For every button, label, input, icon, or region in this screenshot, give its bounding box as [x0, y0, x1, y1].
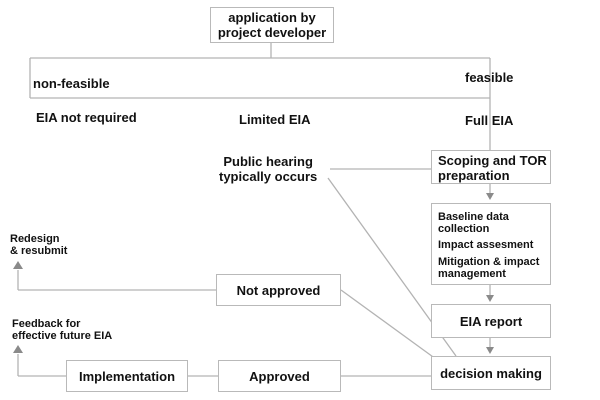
connector-notapproved-decision — [340, 289, 441, 363]
feedback-line-2: effective future EIA — [12, 330, 113, 342]
arrow-down-icon — [486, 193, 494, 200]
full-eia-label: Full EIA — [465, 113, 514, 128]
baseline-line-2: collection — [438, 223, 490, 235]
application-line-2: project developer — [217, 25, 327, 40]
public-hearing-label: Public hearing typically occurs — [219, 154, 317, 184]
scoping-box: Scoping and TOR preparation — [431, 150, 551, 184]
redesign-label: Redesign & resubmit — [10, 233, 67, 257]
scoping-line-1: Scoping and TOR — [438, 153, 547, 168]
non-feasible-label: non-feasible — [33, 76, 110, 91]
mitigation-line-2: management — [438, 268, 506, 280]
arrow-down-icon — [486, 347, 494, 354]
limited-eia-label: Limited EIA — [239, 112, 311, 127]
feedback-label: Feedback for effective future EIA — [12, 318, 112, 342]
mitigation-line-1: Mitigation & impact — [438, 256, 540, 268]
approved-label: Approved — [249, 368, 310, 384]
feedback-line-1: Feedback for — [12, 318, 81, 330]
eia-report-label: EIA report — [459, 313, 523, 329]
public-hearing-line-2: typically occurs — [219, 169, 318, 184]
implementation-box: Implementation — [66, 360, 188, 392]
public-hearing-line-1: Public hearing — [223, 154, 313, 169]
redesign-line-1: Redesign — [10, 233, 60, 245]
approved-box: Approved — [218, 360, 341, 392]
redesign-line-2: & resubmit — [10, 245, 68, 257]
arrow-up-icon — [13, 261, 23, 269]
arrow-up-icon — [13, 345, 23, 353]
eia-report-box: EIA report — [431, 304, 551, 338]
feasible-label: feasible — [465, 70, 514, 85]
eia-not-required-label: EIA not required — [36, 110, 137, 125]
implementation-label: Implementation — [78, 368, 176, 384]
application-box: application by project developer — [210, 7, 334, 43]
decision-label: decision making — [440, 365, 542, 381]
decision-box: decision making — [431, 356, 551, 390]
arrow-down-icon — [486, 295, 494, 302]
assessment-box: Baseline data collection Impact assesmen… — [431, 203, 551, 285]
baseline-line-1: Baseline data — [438, 211, 509, 223]
not-approved-label: Not approved — [236, 282, 321, 298]
scoping-line-2: preparation — [438, 168, 510, 183]
not-approved-box: Not approved — [216, 274, 341, 306]
impact-label: Impact assesment — [438, 239, 534, 251]
application-line-1: application by — [228, 10, 316, 25]
